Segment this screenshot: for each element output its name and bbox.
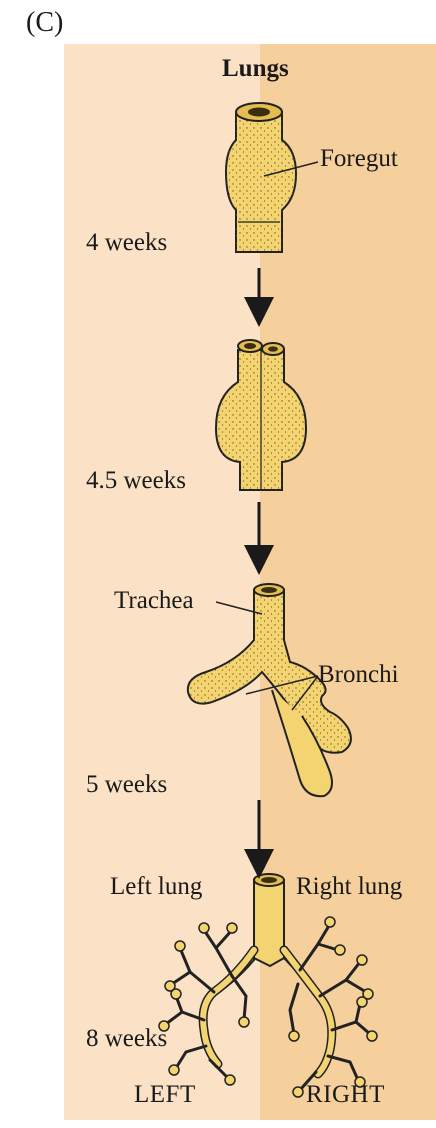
label-trachea: Trachea: [114, 586, 194, 616]
branching-lungs-8-weeks: [159, 874, 377, 1097]
label-age-5-weeks: 5 weeks: [86, 770, 167, 800]
diagram-title: Lungs: [222, 54, 289, 84]
label-age-4-5-weeks: 4.5 weeks: [86, 466, 186, 496]
label-side-right: RIGHT: [306, 1080, 385, 1110]
label-age-8-weeks: 8 weeks: [86, 1024, 167, 1054]
label-left-lung: Left lung: [110, 872, 202, 902]
foregut-tube-4-weeks: [226, 103, 296, 252]
lung-bud-4-5-weeks: [216, 340, 306, 490]
trachea-bronchi-5-weeks: [188, 584, 351, 796]
label-bronchi: Bronchi: [318, 660, 399, 690]
label-age-4-weeks: 4 weeks: [86, 228, 167, 258]
label-right-lung: Right lung: [296, 872, 402, 902]
label-foregut: Foregut: [320, 144, 398, 174]
label-side-left: LEFT: [134, 1080, 196, 1110]
